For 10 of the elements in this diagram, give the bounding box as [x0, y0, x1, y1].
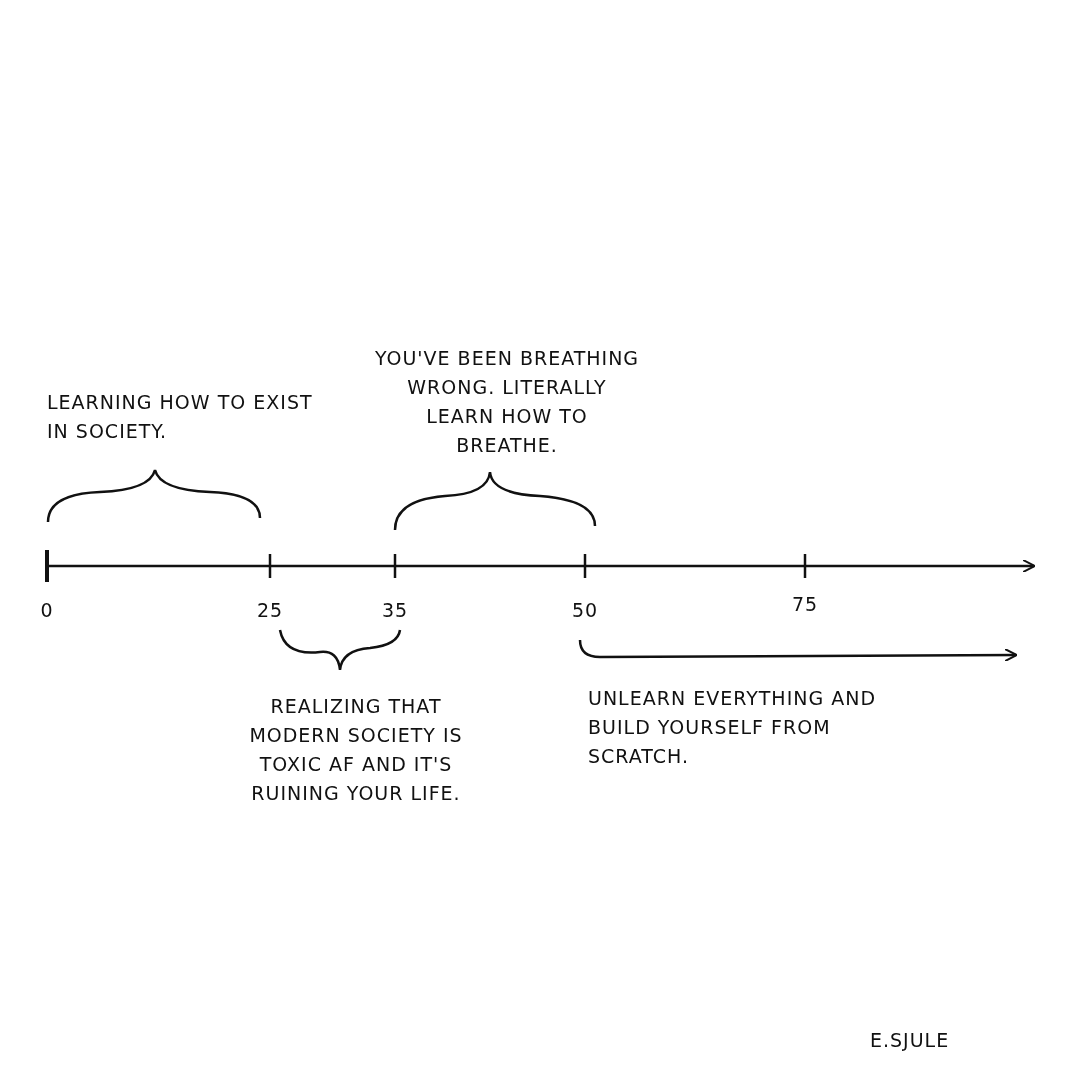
- signature: E.SJULE: [870, 1028, 951, 1053]
- annotation-text: REALIZING THAT MODERN SOCIETY IS TOXIC AF AND IT'S RUINING YOUR LIFE.: [248, 694, 464, 806]
- tick-label: 35: [380, 598, 410, 623]
- annotation-text: UNLEARN EVERYTHING AND BUILD YOURSELF FROM SCRATCH.: [588, 686, 878, 769]
- annotation-text: LEARNING HOW TO EXIST IN SOCIETY.: [47, 390, 314, 444]
- tick-label: 0: [39, 598, 55, 623]
- tick-label: 50: [570, 598, 600, 623]
- tick-label: 25: [255, 598, 285, 623]
- annotation-text: YOU'VE BEEN BREATHING WRONG. LITERALLY LEARN HOW TO BREATHE.: [373, 346, 641, 458]
- tick-label: 75: [790, 592, 820, 617]
